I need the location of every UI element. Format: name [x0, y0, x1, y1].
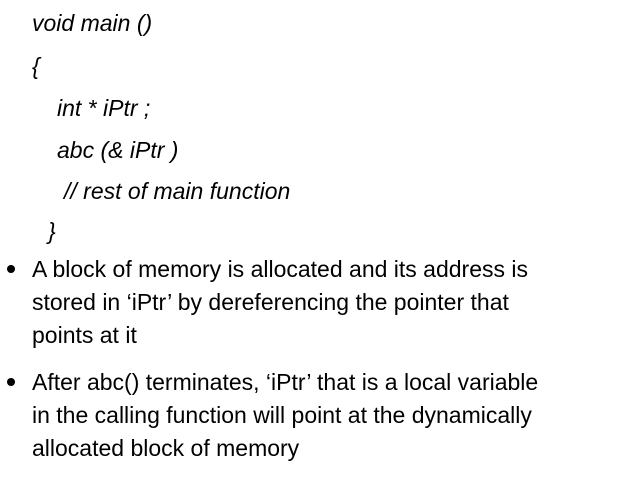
code-line-open-brace: { — [32, 53, 40, 79]
bullet-line: allocated block of memory — [32, 435, 300, 461]
bullet-text: A block of memory is allocated and its a… — [32, 253, 622, 352]
code-line-comment: // rest of main function — [64, 178, 291, 204]
code-line-main-signature: void main () — [32, 10, 153, 36]
code-line-declaration: int * iPtr ; — [57, 95, 151, 121]
bullet-dot-icon — [7, 378, 15, 386]
bullet-text: After abc() terminates, ‘iPtr’ that is a… — [32, 366, 622, 465]
code-line-function-call: abc (& iPtr ) — [57, 137, 179, 163]
bullet-line: in the calling function will point at th… — [32, 402, 532, 428]
bullet-line: points at it — [32, 322, 137, 348]
bullet-dot-icon — [7, 265, 15, 273]
code-line-close-brace: } — [48, 218, 56, 244]
bullet-line: stored in ‘iPtr’ by dereferencing the po… — [32, 289, 509, 315]
code-block: void main () { int * iPtr ; abc (& iPtr … — [32, 10, 291, 244]
bullet-line: After abc() terminates, ‘iPtr’ that is a… — [32, 369, 539, 395]
bullet-line: A block of memory is allocated and its a… — [32, 256, 529, 282]
